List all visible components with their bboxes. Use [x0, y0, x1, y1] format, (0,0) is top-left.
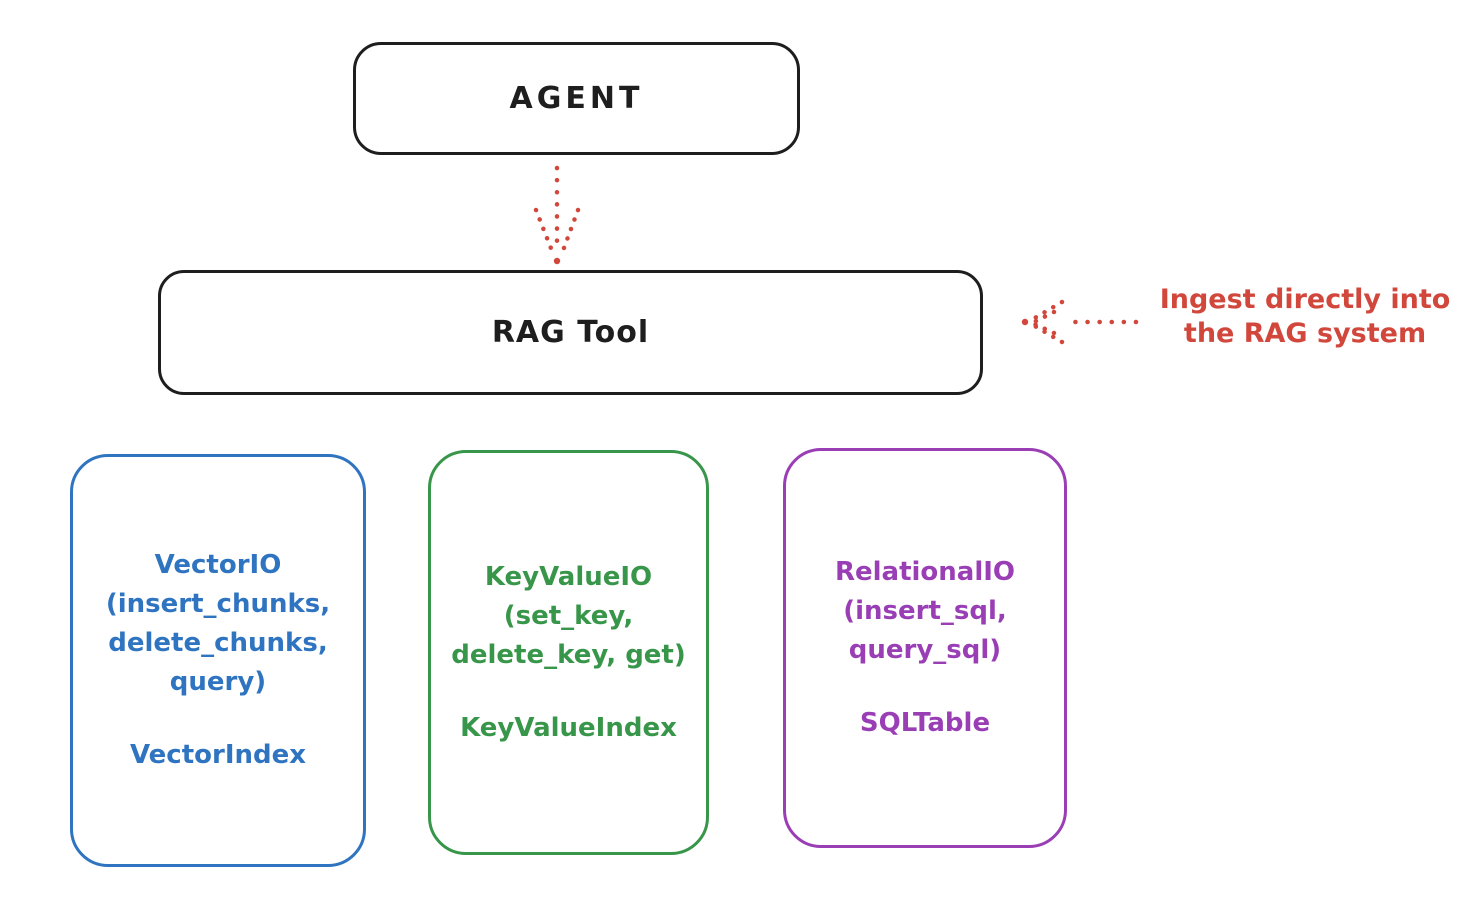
vector-io-api-label: VectorIO (insert_chunks, delete_chunks, …	[105, 550, 331, 697]
keyvalue-io-api-label: KeyValueIO (set_key, delete_key, get)	[451, 561, 686, 670]
keyvalue-index-label: KeyValueIndex	[460, 712, 677, 743]
rag-tool-node: RAG Tool	[158, 270, 983, 395]
agent-to-rag-arrow-icon	[533, 165, 581, 265]
storage-box-keyvalue-io: KeyValueIO (set_key, delete_key, get) Ke…	[428, 450, 709, 855]
vector-index-label: VectorIndex	[129, 740, 307, 770]
agent-label: AGENT	[509, 81, 644, 116]
storage-box-vector-io: VectorIO (insert_chunks, delete_chunks, …	[70, 454, 366, 867]
ingest-annotation-line1: Ingest directly into	[1159, 284, 1451, 315]
ingest-annotation-line2: the RAG system	[1183, 317, 1427, 349]
rag-tool-label: RAG Tool	[491, 315, 650, 350]
agent-node: AGENT	[353, 42, 800, 155]
ingest-arrow-icon	[1021, 299, 1139, 345]
ingest-annotation: Ingest directly into the RAG system	[1140, 283, 1470, 351]
sql-table-label: SQLTable	[859, 708, 991, 738]
relational-io-api-label: RelationalIO (insert_sql, query_sql)	[834, 557, 1016, 665]
storage-box-relational-io: RelationalIO (insert_sql, query_sql) SQL…	[783, 448, 1067, 848]
